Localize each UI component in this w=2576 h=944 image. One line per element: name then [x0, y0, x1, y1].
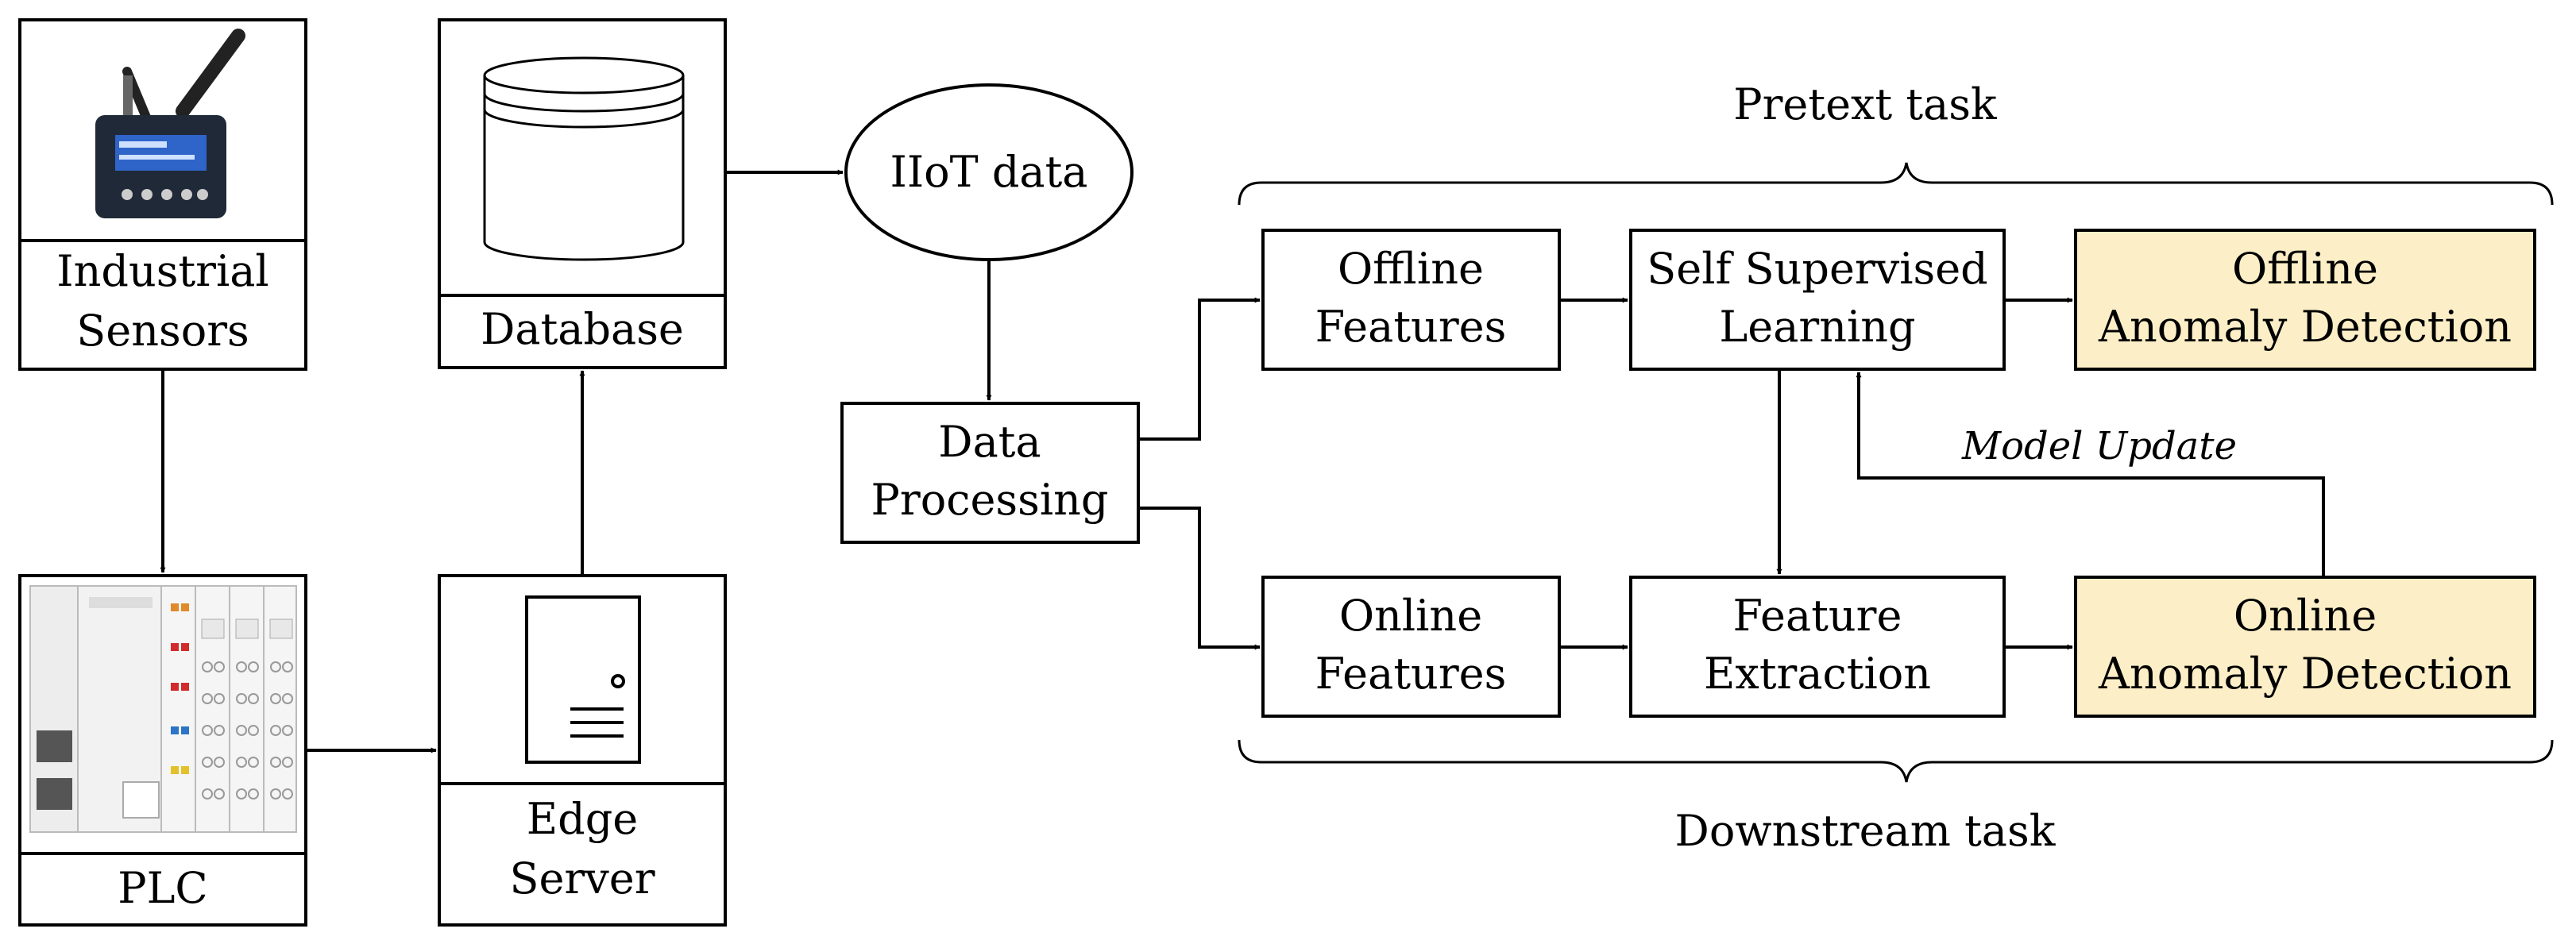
sensors-label-line1: Industrial [56, 246, 268, 296]
arrow-model-update [1856, 372, 2325, 577]
downstream-task-label: Downstream task [1675, 806, 2057, 856]
plc-node: PLC [18, 574, 307, 927]
online-features-node: Online Features [1261, 576, 1561, 718]
offline-anomaly-detection-node: Offline Anomaly Detection [2074, 229, 2536, 371]
arrow-processing-to-online-features [1138, 507, 1261, 650]
offline-anomaly-label-line1: Offline [2232, 244, 2378, 294]
server-icon [525, 595, 641, 764]
pretext-task-label: Pretext task [1733, 79, 1998, 129]
plc-label: PLC [118, 863, 208, 913]
pretext-task-brace [1238, 162, 2554, 206]
downstream-task-brace [1238, 739, 2554, 783]
database-label: Database [481, 304, 684, 354]
online-anomaly-detection-node: Online Anomaly Detection [2074, 576, 2536, 718]
offline-features-label-line2: Features [1315, 302, 1507, 352]
sensor-device-icon [95, 29, 245, 218]
feature-extraction-label-line2: Extraction [1704, 649, 1931, 699]
online-features-label-line2: Features [1315, 649, 1507, 699]
iiot-data-node: IIoT data [844, 83, 1134, 261]
offline-features-node: Offline Features [1261, 229, 1561, 371]
edge-server-node: Edge Server [438, 574, 727, 927]
self-supervised-label-line1: Self Supervised [1647, 244, 1988, 294]
industrial-sensors-node: Industrial Sensors [18, 18, 307, 371]
database-cylinder-icon [483, 56, 685, 261]
self-supervised-label-line2: Learning [1719, 302, 1915, 352]
online-anomaly-label-line1: Online [2234, 591, 2377, 641]
data-processing-label-line1: Data [938, 417, 1041, 467]
feature-extraction-node: Feature Extraction [1629, 576, 2006, 718]
data-processing-node: Data Processing [840, 402, 1140, 544]
self-supervised-learning-node: Self Supervised Learning [1629, 229, 2006, 371]
edge-server-label-line1: Edge [527, 794, 639, 844]
edge-server-label-line2: Server [509, 853, 655, 904]
arrow-processing-to-offline-features [1138, 297, 1261, 441]
feature-extraction-label-line1: Feature [1733, 591, 1902, 641]
iiot-data-label: IIoT data [890, 147, 1087, 197]
offline-features-label-line1: Offline [1338, 244, 1484, 294]
data-processing-label-line2: Processing [871, 475, 1109, 525]
online-anomaly-label-line2: Anomaly Detection [2098, 649, 2512, 699]
sensors-label-line2: Sensors [76, 306, 249, 356]
database-node: Database [438, 18, 727, 369]
online-features-label-line1: Online [1339, 591, 1482, 641]
model-update-label: Model Update [1961, 424, 2237, 468]
plc-device-icon [29, 585, 297, 833]
offline-anomaly-label-line2: Anomaly Detection [2098, 302, 2512, 352]
